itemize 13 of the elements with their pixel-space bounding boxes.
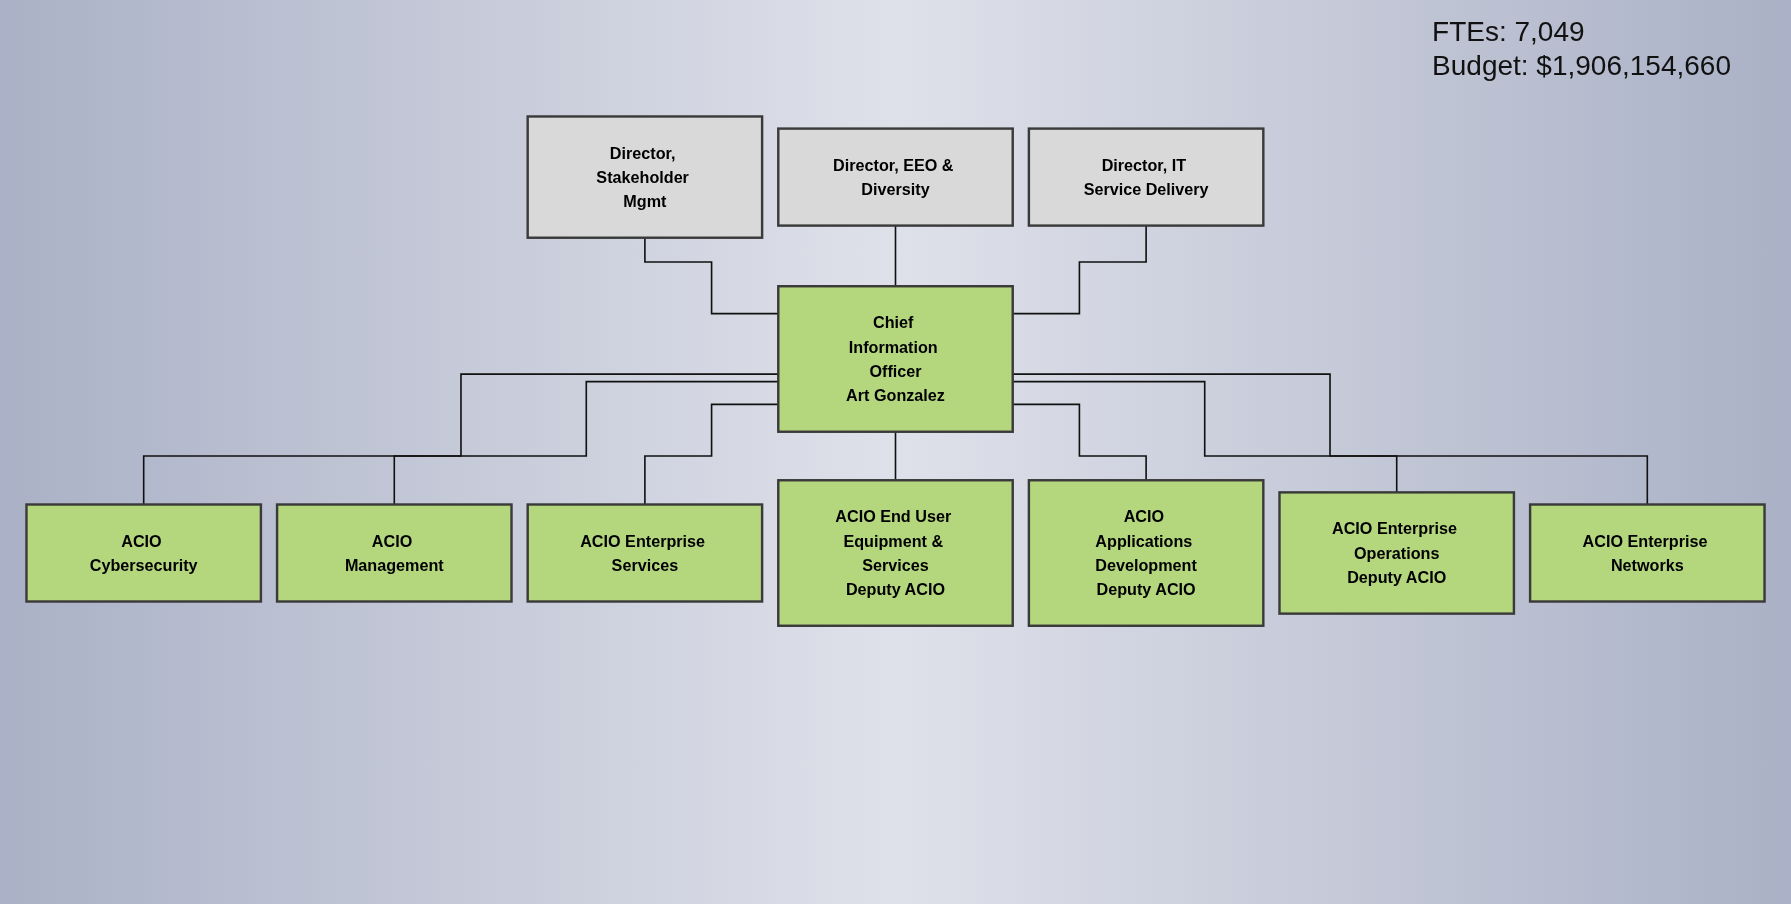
node-box: ACIO Cybersecurity	[25, 503, 263, 603]
node-box: Chief Information Officer Art Gonzalez	[777, 285, 1014, 433]
summary-text: FTEs: 7,049	[1432, 16, 1586, 48]
node-box: ACIO Enterprise Operations Deputy ACIO	[1278, 491, 1516, 615]
node-box: Director, IT Service Delivery	[1027, 127, 1265, 227]
node-box: Director, Stakeholder Mgmt	[526, 115, 764, 239]
node-box: ACIO Management	[275, 503, 513, 603]
node-box: ACIO Enterprise Services	[526, 503, 764, 603]
node-box: ACIO Applications Development Deputy ACIO	[1027, 479, 1265, 627]
summary-text: Budget: $1,906,154,660	[1432, 50, 1731, 82]
node-box: Director, EEO & Diversity	[777, 127, 1014, 227]
node-box: ACIO Enterprise Networks	[1528, 503, 1766, 603]
node-box: ACIO End User Equipment & Services Deputy ACIO	[777, 479, 1014, 627]
